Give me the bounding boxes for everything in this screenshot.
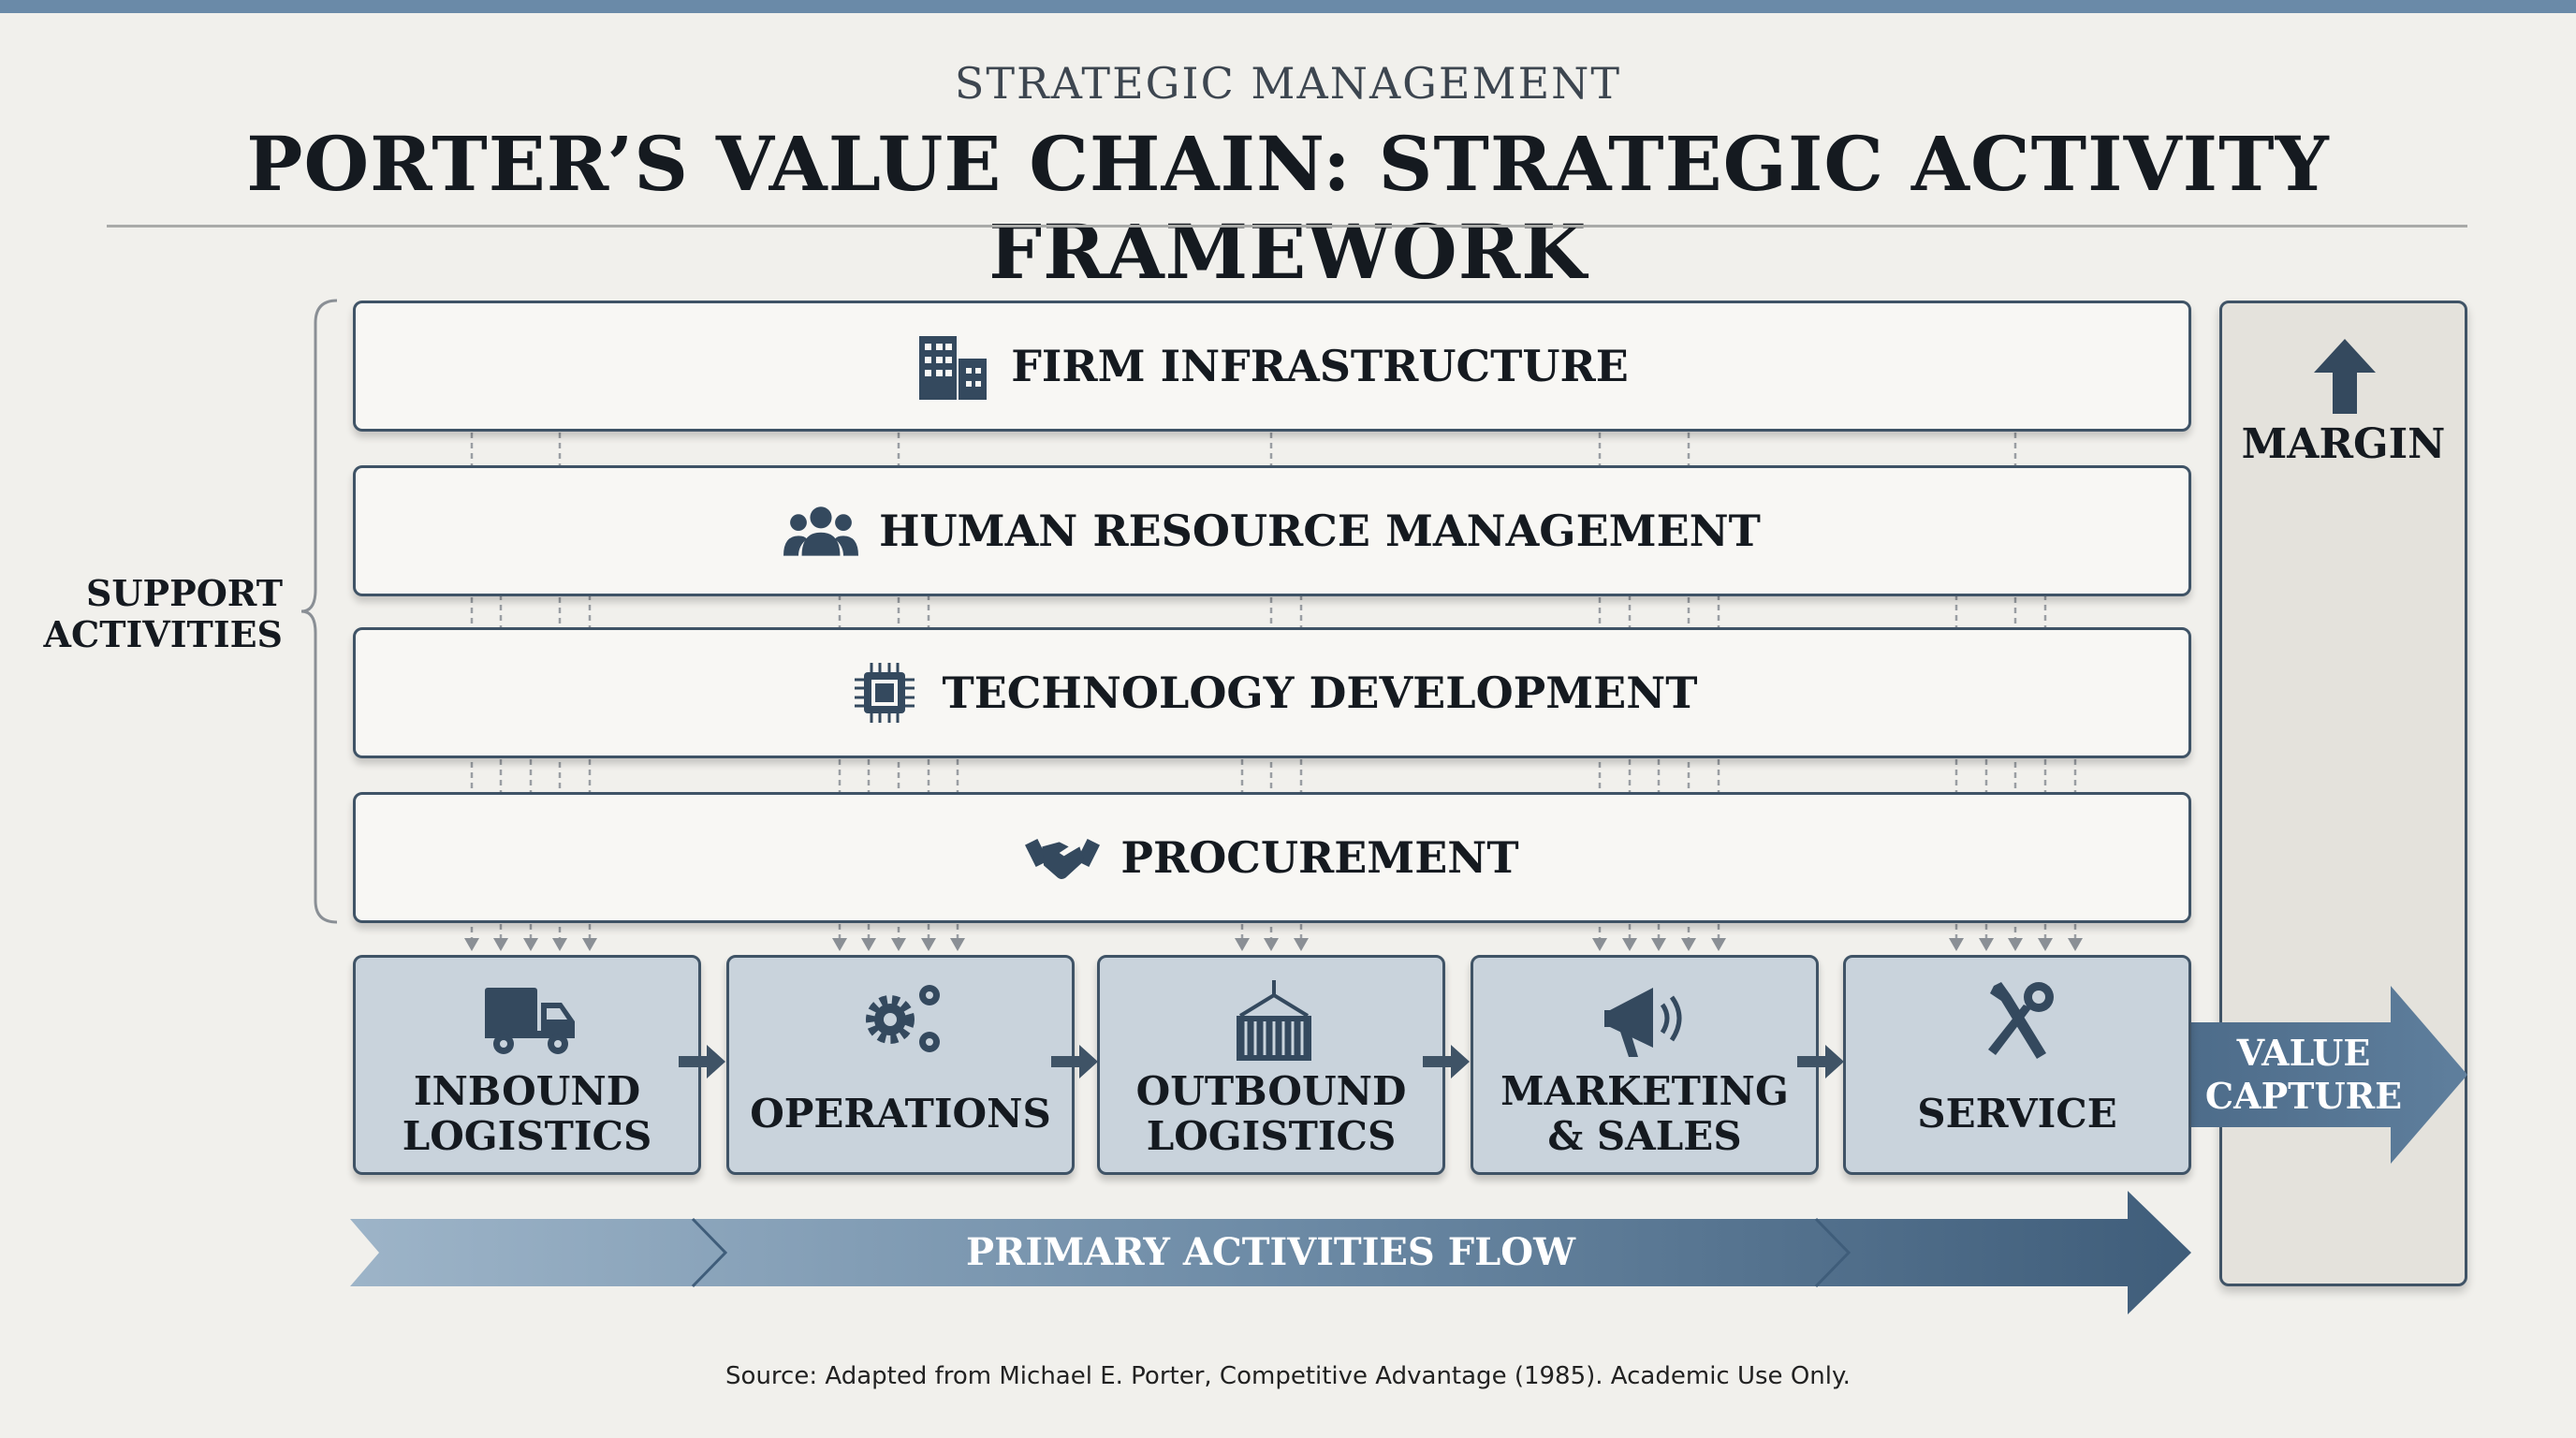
support-label: PROCUREMENT <box>1120 832 1519 883</box>
support-firm-infrastructure[interactable]: FIRM INFRASTRUCTURE <box>353 301 2191 432</box>
connector-arrowhead <box>1949 938 1964 951</box>
connector-arrowhead <box>493 938 508 951</box>
value-capture-line2: CAPTURE <box>2204 1075 2403 1117</box>
container-icon <box>1237 980 1311 1061</box>
connector-arrowhead <box>2038 938 2053 951</box>
support-procurement[interactable]: PROCUREMENT <box>353 792 2191 923</box>
connector-arrowhead <box>2008 938 2023 951</box>
flow-arrow-icon <box>1051 1045 1098 1078</box>
primary-label: MARKETING& SALES <box>1473 1063 1816 1166</box>
connector-arrowhead <box>1651 938 1666 951</box>
primary-flow-label: PRIMARY ACTIVITIES FLOW <box>966 1230 1575 1274</box>
connector-arrowhead <box>1979 938 1994 951</box>
primary-label: OPERATIONS <box>729 1063 1072 1166</box>
page-subtitle: STRATEGIC MANAGEMENT <box>954 58 1622 109</box>
connector-arrowhead <box>832 938 847 951</box>
primary-label-line1: OPERATIONS <box>750 1091 1051 1137</box>
primary-label: SERVICE <box>1846 1063 2188 1166</box>
primary-service[interactable]: SERVICE <box>1843 955 2191 1175</box>
support-human-resource-management[interactable]: HUMAN RESOURCE MANAGEMENT <box>353 465 2191 596</box>
primary-label-line1: INBOUND <box>413 1068 641 1114</box>
flow-chevron-divider <box>691 1217 1852 1288</box>
connector-arrowhead <box>1294 938 1309 951</box>
value-capture-line1: VALUE <box>2236 1032 2371 1074</box>
title-divider <box>107 225 2467 227</box>
primary-label-line2: LOGISTICS <box>402 1113 652 1159</box>
arrow-up-icon <box>2314 339 2376 414</box>
primary-label-line1: MARKETING <box>1500 1068 1789 1114</box>
primary-label-line2: LOGISTICS <box>1146 1113 1397 1159</box>
connector-arrowhead <box>1264 938 1279 951</box>
connector-arrowhead <box>582 938 597 951</box>
connector-arrowhead <box>523 938 538 951</box>
primary-label-line1: OUTBOUND <box>1135 1068 1407 1114</box>
connector-arrowhead <box>891 938 906 951</box>
support-brace <box>300 299 338 924</box>
connector-arrowhead <box>950 938 965 951</box>
chip-icon <box>854 663 915 723</box>
source-note: Source: Adapted from Michael E. Porter, … <box>725 1362 1851 1390</box>
connector-arrowhead <box>1711 938 1726 951</box>
connector-arrowhead <box>1622 938 1637 951</box>
people-icon <box>783 506 859 556</box>
value-capture-arrow <box>2191 986 2467 1164</box>
connector-arrowhead <box>1235 938 1250 951</box>
handshake-icon <box>1025 839 1101 879</box>
primary-label-line1: SERVICE <box>1917 1091 2117 1137</box>
top-accent-bar <box>0 0 2576 13</box>
tools-icon <box>1988 982 2054 1059</box>
flow-arrow-icon <box>679 1045 725 1078</box>
gears-icon <box>866 985 940 1052</box>
margin-label: MARGIN <box>2241 420 2446 468</box>
primary-flow-arrow <box>350 1191 2191 1314</box>
connector-arrowhead <box>1681 938 1696 951</box>
support-label: HUMAN RESOURCE MANAGEMENT <box>879 506 1761 556</box>
flow-arrow-icon <box>1797 1045 1844 1078</box>
page-title: PORTER’S VALUE CHAIN: STRATEGIC ACTIVITY… <box>246 120 2330 296</box>
connector-arrowhead <box>1592 938 1607 951</box>
connector-arrowhead <box>464 938 479 951</box>
support-label-line1: SUPPORT <box>85 572 283 614</box>
megaphone-icon <box>1604 988 1682 1057</box>
primary-marketing-sales[interactable]: MARKETING& SALES <box>1471 955 1819 1175</box>
support-label: TECHNOLOGY DEVELOPMENT <box>942 668 1698 718</box>
primary-operations[interactable]: OPERATIONS <box>726 955 1075 1175</box>
building-icon <box>919 336 988 400</box>
connector-arrowhead <box>552 938 567 951</box>
connector-arrowhead <box>2068 938 2083 951</box>
truck-icon <box>485 988 575 1054</box>
support-label: FIRM INFRASTRUCTURE <box>1011 341 1629 391</box>
flow-arrow-icon <box>1423 1045 1470 1078</box>
connector-arrowhead <box>921 938 936 951</box>
primary-label-line2: & SALES <box>1547 1113 1742 1159</box>
support-technology-development[interactable]: TECHNOLOGY DEVELOPMENT <box>353 627 2191 758</box>
connector-arrowhead <box>861 938 876 951</box>
support-label-line2: ACTIVITIES <box>43 613 284 655</box>
